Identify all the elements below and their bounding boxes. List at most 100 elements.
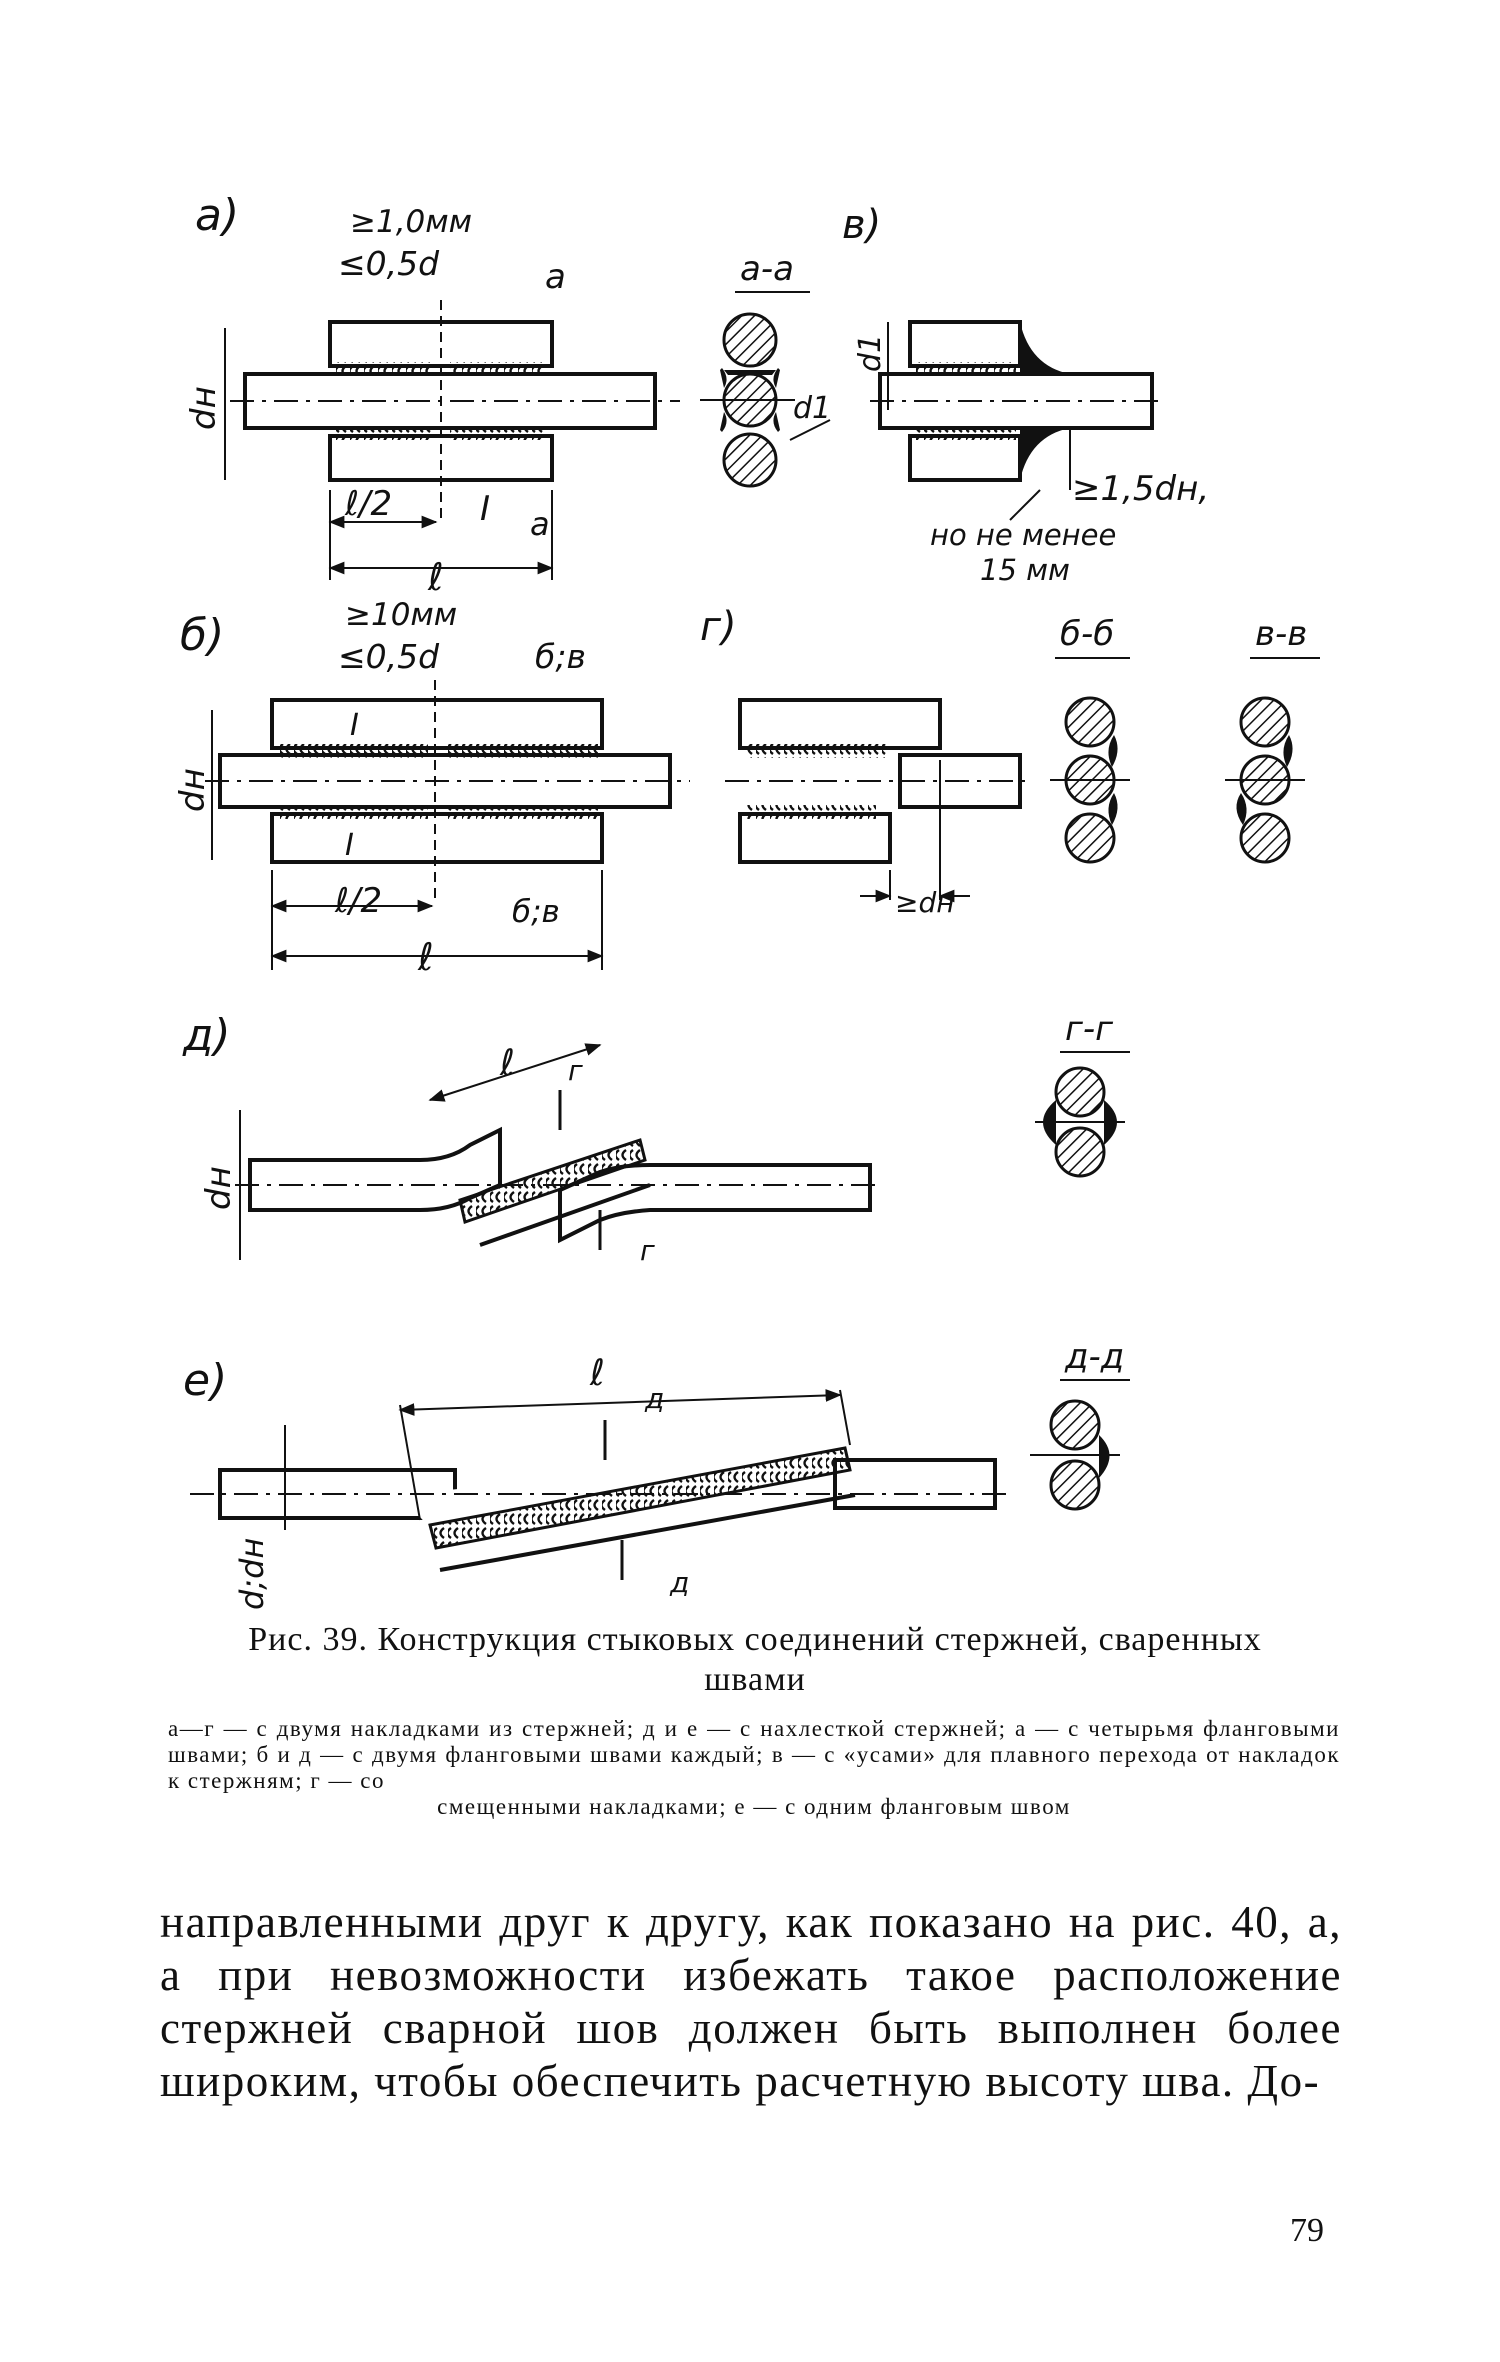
section-vv-label: в-в [1255, 614, 1307, 654]
section-bb-circle [1064, 696, 1116, 748]
panel-b-section-mark-bottom: б;в [512, 894, 560, 930]
panel-a-seam-mark: I [480, 489, 490, 529]
section-aa-label: а-а [740, 249, 794, 289]
panel-b-dim-min-gap: ≥10мм [345, 597, 457, 633]
subcaption-last-line: смещенными накладками; е — с одним фланг… [437, 1794, 1071, 1819]
section-vv-circle [1239, 696, 1291, 748]
panel-b-length: ℓ [417, 935, 434, 979]
section-bb-circle [1064, 812, 1116, 864]
panel-b-seam [278, 744, 428, 758]
section-dd-weld [1099, 1435, 1110, 1478]
figure-subcaption: а—г — с двумя накладками из стержней; д … [168, 1716, 1340, 1820]
figure-caption: Рис. 39. Конструкция стыковых соединений… [170, 1620, 1340, 1700]
panel-d-lower-edge [479, 1183, 651, 1247]
panel-a-length: ℓ [427, 555, 444, 599]
panel-v: в) d1 ≥1,5dн, но не менее 15 мм [842, 202, 1209, 587]
section-bb-weld [1108, 793, 1118, 825]
panel-d-section-mark-bottom: г [640, 1234, 655, 1267]
panel-v-dim-d1: d1 [853, 334, 888, 372]
section-gg-circle [1054, 1066, 1106, 1118]
panel-e-length: ℓ [589, 1353, 605, 1394]
panel-e-length-dimline [398, 1389, 842, 1416]
panel-e-seam [428, 1446, 852, 1550]
panel-v-whisker-weld [1020, 322, 1070, 374]
panel-b-seam-mark: I [350, 708, 359, 743]
panel-b-half-length: ℓ/2 [334, 881, 382, 921]
section-gg-label: г-г [1065, 1009, 1114, 1049]
panel-v-note1: но не менее [930, 518, 1116, 552]
panel-g: г) ≥dн [700, 604, 1030, 919]
section-aa: а-а d1 [700, 249, 831, 488]
panel-d-section-mark: г [568, 1054, 583, 1087]
panel-a-dim-dn: dн [184, 386, 224, 430]
section-vv-weld [1236, 793, 1247, 825]
panel-g-label: г) [700, 604, 737, 650]
panel-b-dim-dn: dн [173, 768, 213, 812]
panel-a-section-mark: а [545, 257, 566, 297]
panel-v-leader [1009, 489, 1041, 521]
panel-e-right-bar [833, 1458, 997, 1510]
panel-d: д) ℓ г г dн [182, 1010, 880, 1267]
panel-d-length: ℓ [499, 1043, 515, 1084]
caption-title-line2: швами [704, 1661, 806, 1698]
panel-b-top-plate [270, 698, 604, 750]
panel-e-dim-dn: d;dн [233, 1538, 271, 1610]
panel-a-seam [336, 362, 432, 376]
section-gg-circle [1054, 1126, 1106, 1178]
section-aa-plate-circle [722, 312, 778, 368]
panel-b-dim-max-gap: ≤0,5d [338, 637, 440, 676]
section-vv-weld [1283, 735, 1293, 767]
panel-d-label: д) [182, 1010, 231, 1061]
panel-b-seam [448, 805, 598, 819]
panel-b-seam [448, 744, 598, 758]
panel-e-extline [839, 1389, 851, 1446]
panel-e-section-mark-bottom: д [669, 1566, 689, 1599]
panel-d-dim-dn: dн [199, 1166, 239, 1210]
panel-a-half-length: ℓ/2 [344, 484, 392, 524]
panel-v-seam [916, 362, 1016, 376]
panel-v-whisker-weld [1020, 428, 1070, 480]
panel-b-label: б) [180, 610, 224, 661]
panel-g-seam [746, 805, 876, 819]
panel-e-extline [399, 1404, 421, 1521]
section-vv-circle [1239, 812, 1291, 864]
caption-title-line1: Рис. 39. Конструкция стыковых соединений… [248, 1621, 1262, 1658]
panel-e-section-mark: д [644, 1382, 664, 1415]
section-dd-label: д-д [1064, 1337, 1124, 1377]
panel-v-note2: 15 мм [980, 553, 1070, 587]
section-bb: б-б [1050, 614, 1130, 864]
panel-b: б) ≥10мм ≤0,5d б;в I I dн ℓ/2 б;в ℓ [173, 597, 690, 979]
page-number: 79 [1290, 2212, 1324, 2249]
panel-a-seam [450, 362, 546, 376]
panel-g-seam [746, 744, 886, 758]
subcaption-main: а—г — с двумя накладками из стержней; д … [168, 1716, 1340, 1793]
panel-v-dim-min: ≥1,5dн, [1072, 469, 1209, 509]
section-dd-circle [1049, 1459, 1101, 1511]
body-paragraph: направленными друг к другу, как показано… [160, 1897, 1342, 2106]
panel-a-top-plate [328, 320, 554, 368]
section-dd-circle [1049, 1399, 1101, 1451]
section-dd: д-д [1030, 1337, 1130, 1511]
panel-a-dim-max-gap: ≤0,5d [338, 244, 440, 283]
panel-e: е) ℓ д д d;dн [183, 1353, 1010, 1610]
panel-e-label: е) [183, 1355, 227, 1406]
section-aa-weld [724, 370, 776, 375]
panel-d-right-bar [558, 1163, 872, 1244]
section-bb-weld [1108, 735, 1118, 767]
panel-a-dim-min-gap: ≥1,0мм [350, 204, 472, 240]
panel-v-top-plate [908, 320, 1022, 368]
panel-b-seam [278, 805, 428, 819]
panel-a-seam [336, 426, 432, 440]
panel-d-length-dimline [428, 1043, 602, 1102]
section-vv: в-в [1225, 614, 1320, 864]
panel-a-bottom-plate [328, 434, 554, 482]
panel-b-bottom-plate [270, 812, 604, 864]
panel-a-section-mark-bottom: а [530, 505, 550, 543]
section-bb-label: б-б [1060, 614, 1114, 654]
panel-g-dim-shift: ≥dн [895, 886, 955, 919]
panel-e-lower-edge [439, 1493, 856, 1572]
panel-b-section-mark: б;в [535, 637, 586, 676]
panel-v-label: в) [842, 202, 881, 248]
figure-39: а) ≥1,0мм ≤0,5d а dн ℓ/2 I а ℓ а-а [173, 190, 1320, 1610]
section-aa-leader [789, 419, 831, 441]
